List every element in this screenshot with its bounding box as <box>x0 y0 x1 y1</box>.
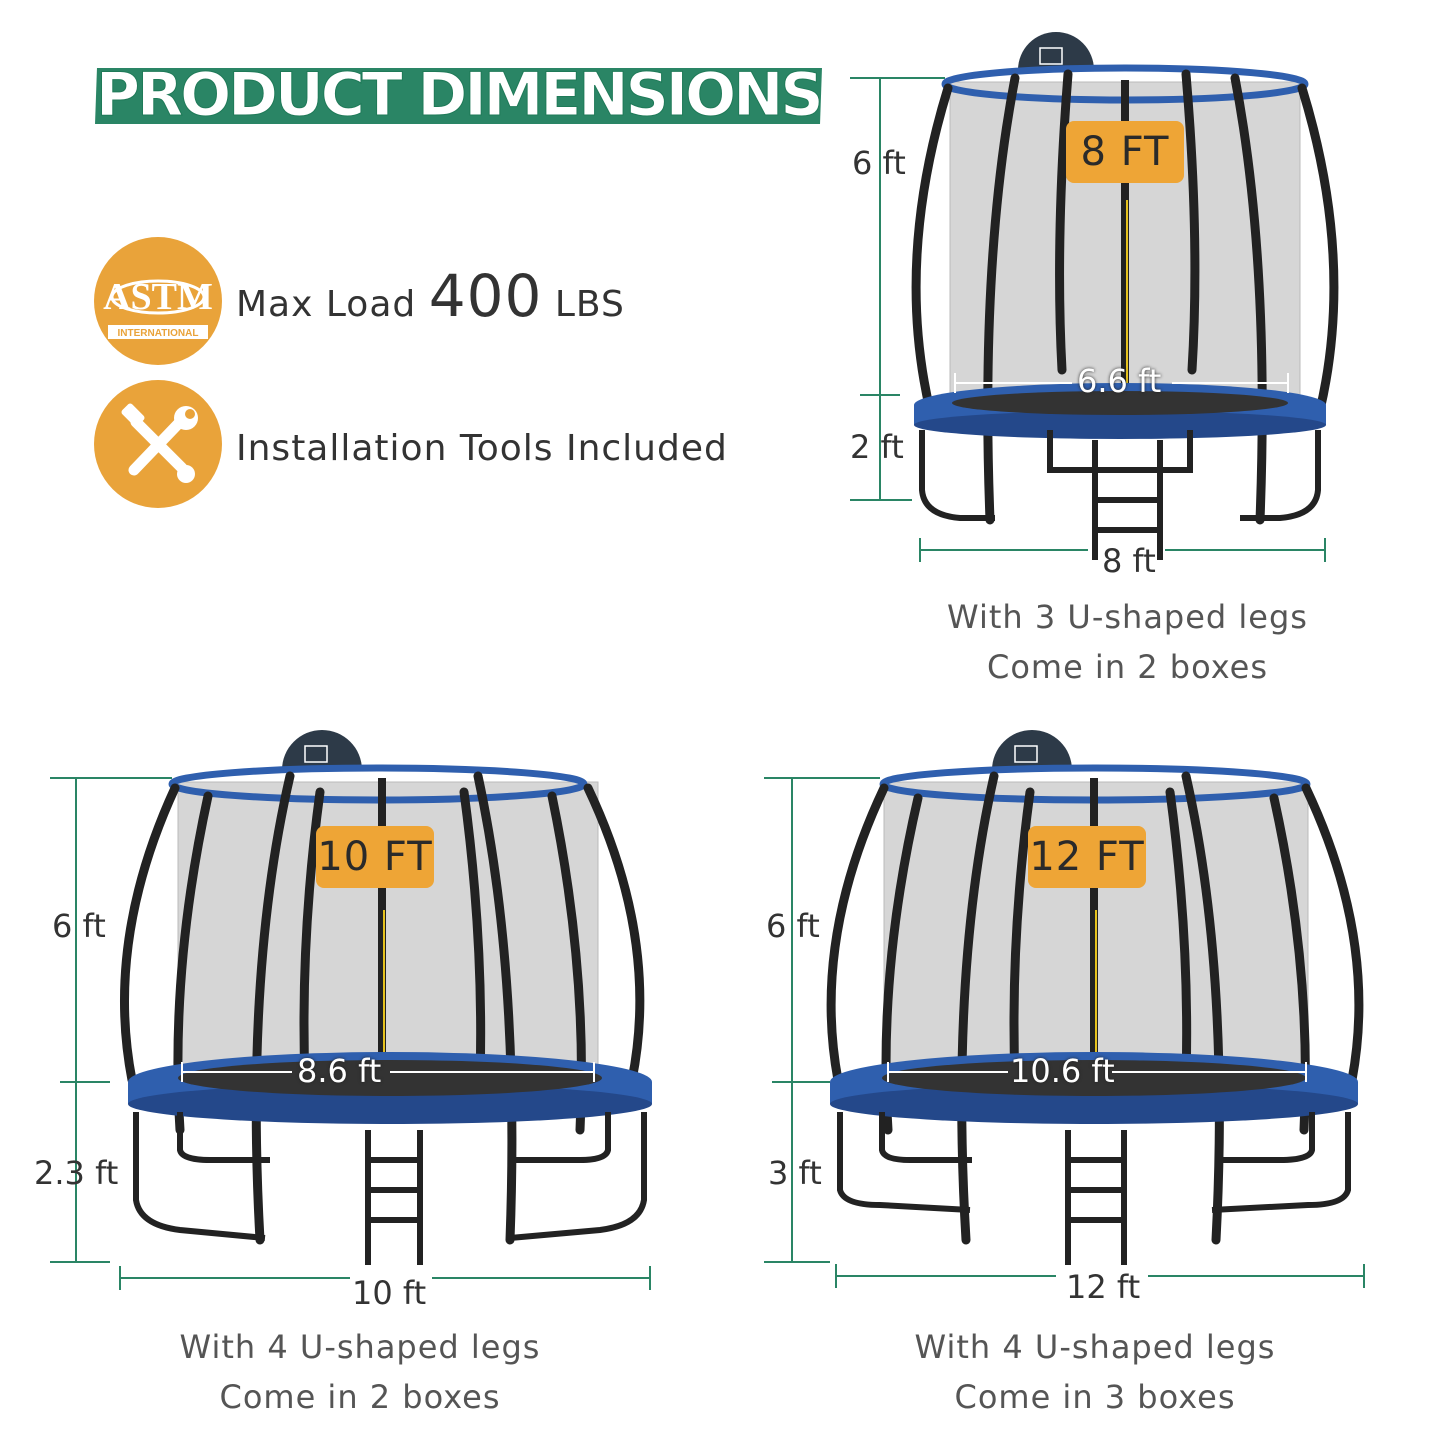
size-tag-12ft: 12 FT <box>1028 826 1146 888</box>
astm-badge-text: ASTM <box>103 276 213 318</box>
max-load-label: Max Load <box>236 284 417 325</box>
leg-height-8ft: 2 ft <box>850 428 904 466</box>
tools-feature-label: Installation Tools Included <box>236 428 728 469</box>
astm-badge-icon: ASTM INTERNATIONAL <box>94 237 222 365</box>
total-width-12ft: 12 ft <box>1066 1268 1141 1306</box>
astm-badge-subtext: INTERNATIONAL <box>118 328 199 339</box>
mat-width-8ft: 6.6 ft <box>1077 362 1162 400</box>
size-tag-8ft: 8 FT <box>1066 121 1184 183</box>
leg-height-12ft: 3 ft <box>768 1154 822 1192</box>
caption-legs-8ft: With 3 U-shaped legs <box>947 598 1308 636</box>
net-height-8ft: 6 ft <box>852 144 906 182</box>
caption-boxes-8ft: Come in 2 boxes <box>986 648 1269 686</box>
caption-legs-12ft: With 4 U-shaped legs <box>914 1328 1276 1366</box>
max-load-unit: LBS <box>554 284 625 325</box>
caption-boxes-12ft: Come in 3 boxes <box>954 1378 1236 1416</box>
net-height-10ft: 6 ft <box>52 907 106 945</box>
net-height-12ft: 6 ft <box>766 907 820 945</box>
caption-12ft: With 4 U-shaped legs Come in 3 boxes <box>870 1322 1320 1422</box>
trampoline-8ft-illustration <box>850 32 1339 562</box>
max-load-value: 400 <box>428 262 543 330</box>
mat-width-12ft: 10.6 ft <box>1010 1052 1115 1090</box>
mat-width-10ft: 8.6 ft <box>297 1052 382 1090</box>
size-tag-10ft: 10 FT <box>316 826 434 888</box>
total-width-10ft: 10 ft <box>352 1274 427 1312</box>
max-load-feature: Max Load 400 LBS <box>236 262 625 330</box>
caption-boxes-10ft: Come in 2 boxes <box>219 1378 501 1416</box>
caption-8ft: With 3 U-shaped legs Come in 2 boxes <box>900 592 1355 692</box>
tools-badge-icon <box>94 380 222 508</box>
trampoline-12ft-illustration <box>764 730 1365 1288</box>
page-title: PRODUCT DIMENSIONS <box>95 60 824 130</box>
total-width-8ft: 8 ft <box>1102 542 1156 580</box>
caption-10ft: With 4 U-shaped legs Come in 2 boxes <box>135 1322 585 1422</box>
leg-height-10ft: 2.3 ft <box>34 1154 119 1192</box>
caption-legs-10ft: With 4 U-shaped legs <box>179 1328 541 1366</box>
trampoline-10ft-illustration <box>50 730 652 1290</box>
